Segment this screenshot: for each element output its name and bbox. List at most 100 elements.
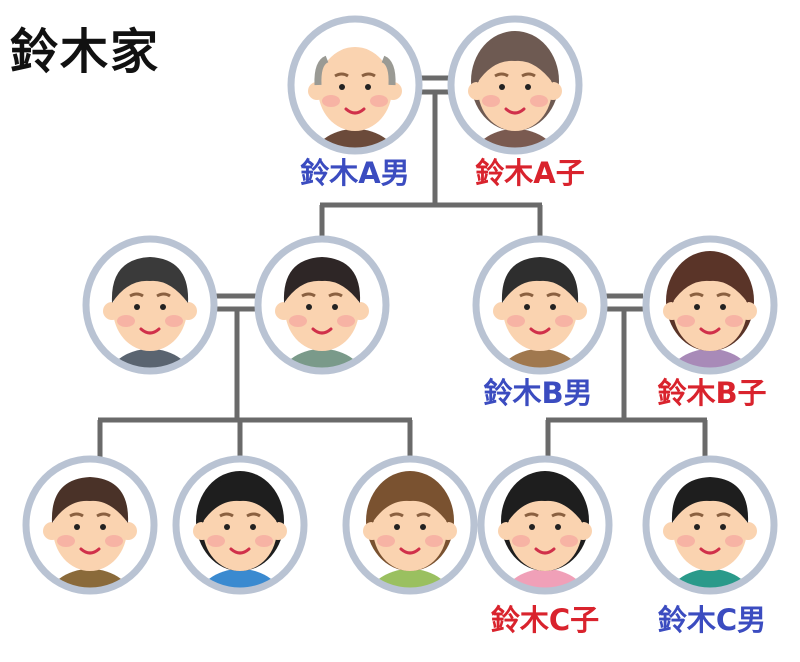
face bbox=[113, 267, 187, 351]
face bbox=[285, 267, 359, 351]
person-c-female bbox=[477, 455, 613, 595]
avatar-face bbox=[193, 471, 287, 591]
hair bbox=[314, 55, 329, 86]
cheek bbox=[555, 315, 573, 327]
person-b-female bbox=[642, 235, 778, 375]
eye bbox=[160, 304, 166, 310]
name-label-b-female: 鈴木B子 bbox=[657, 376, 767, 410]
eyebrow bbox=[219, 512, 234, 518]
portrait-ring bbox=[254, 235, 390, 375]
face bbox=[503, 267, 577, 351]
eyebrow bbox=[689, 292, 704, 298]
mouth bbox=[399, 547, 421, 555]
eyebrow bbox=[546, 292, 561, 298]
eye bbox=[306, 304, 312, 310]
eyebrow bbox=[301, 292, 316, 298]
mouth bbox=[79, 547, 101, 555]
cheek bbox=[105, 535, 123, 547]
mouth bbox=[344, 107, 366, 115]
diagram-title: 鈴木家 bbox=[10, 24, 161, 80]
hair bbox=[506, 477, 584, 523]
eye bbox=[499, 84, 505, 90]
name-label-a-female: 鈴木A子 bbox=[475, 156, 585, 190]
eyebrow bbox=[96, 512, 111, 518]
person-child-1 bbox=[22, 455, 158, 595]
eye bbox=[74, 524, 80, 530]
eye bbox=[550, 304, 556, 310]
person-c-male bbox=[642, 455, 778, 595]
person-child-3 bbox=[342, 455, 478, 595]
face bbox=[318, 47, 392, 131]
eye bbox=[529, 524, 535, 530]
cheek bbox=[677, 315, 695, 327]
eye bbox=[694, 524, 700, 530]
cheek bbox=[725, 315, 743, 327]
hair bbox=[671, 257, 749, 303]
hair bbox=[371, 477, 449, 523]
eye bbox=[720, 304, 726, 310]
eye bbox=[720, 524, 726, 530]
mouth bbox=[229, 547, 251, 555]
hair bbox=[283, 257, 361, 303]
cheek bbox=[512, 535, 530, 547]
person-left-father bbox=[82, 235, 218, 375]
person-b-male bbox=[472, 235, 608, 375]
eyebrow bbox=[129, 292, 144, 298]
hair bbox=[501, 257, 579, 303]
mouth bbox=[529, 327, 551, 335]
eyebrow bbox=[689, 512, 704, 518]
portrait-ring bbox=[447, 15, 583, 155]
person-a-male bbox=[287, 15, 423, 155]
eye bbox=[224, 524, 230, 530]
name-label-c-female: 鈴木C子 bbox=[490, 603, 600, 637]
face bbox=[478, 47, 552, 131]
hair bbox=[671, 477, 749, 523]
eye bbox=[525, 84, 531, 90]
person-a-female bbox=[447, 15, 583, 155]
eyebrow bbox=[156, 292, 171, 298]
avatar-face bbox=[363, 471, 457, 591]
mouth bbox=[699, 547, 721, 555]
mouth bbox=[139, 327, 161, 335]
cheek bbox=[255, 535, 273, 547]
eyebrow bbox=[524, 512, 539, 518]
portrait-ring bbox=[477, 455, 613, 595]
eyebrow bbox=[521, 72, 536, 78]
eyebrow bbox=[334, 72, 349, 78]
eyebrow bbox=[519, 292, 534, 298]
face bbox=[203, 487, 277, 571]
hair bbox=[201, 477, 279, 523]
face bbox=[53, 487, 127, 571]
face bbox=[373, 487, 447, 571]
eyebrow bbox=[69, 512, 84, 518]
name-label-b-male: 鈴木B男 bbox=[483, 376, 593, 410]
cheek bbox=[289, 315, 307, 327]
eye bbox=[694, 304, 700, 310]
mouth bbox=[534, 547, 556, 555]
portrait-ring bbox=[287, 15, 423, 155]
eye bbox=[394, 524, 400, 530]
cheek bbox=[507, 315, 525, 327]
face bbox=[508, 487, 582, 571]
eyebrow bbox=[551, 512, 566, 518]
eye bbox=[250, 524, 256, 530]
portrait-ring bbox=[22, 455, 158, 595]
hair bbox=[111, 257, 189, 303]
hair bbox=[381, 55, 396, 86]
eyebrow bbox=[716, 512, 731, 518]
hair bbox=[51, 477, 129, 523]
mouth bbox=[699, 327, 721, 335]
portrait-ring bbox=[82, 235, 218, 375]
person-child-2 bbox=[172, 455, 308, 595]
person-left-mother bbox=[254, 235, 390, 375]
portrait-ring bbox=[642, 455, 778, 595]
cheek bbox=[560, 535, 578, 547]
eyebrow bbox=[389, 512, 404, 518]
eye bbox=[100, 524, 106, 530]
face bbox=[673, 267, 747, 351]
name-label-c-male: 鈴木C男 bbox=[657, 603, 767, 637]
cheek bbox=[482, 95, 500, 107]
cheek bbox=[165, 315, 183, 327]
